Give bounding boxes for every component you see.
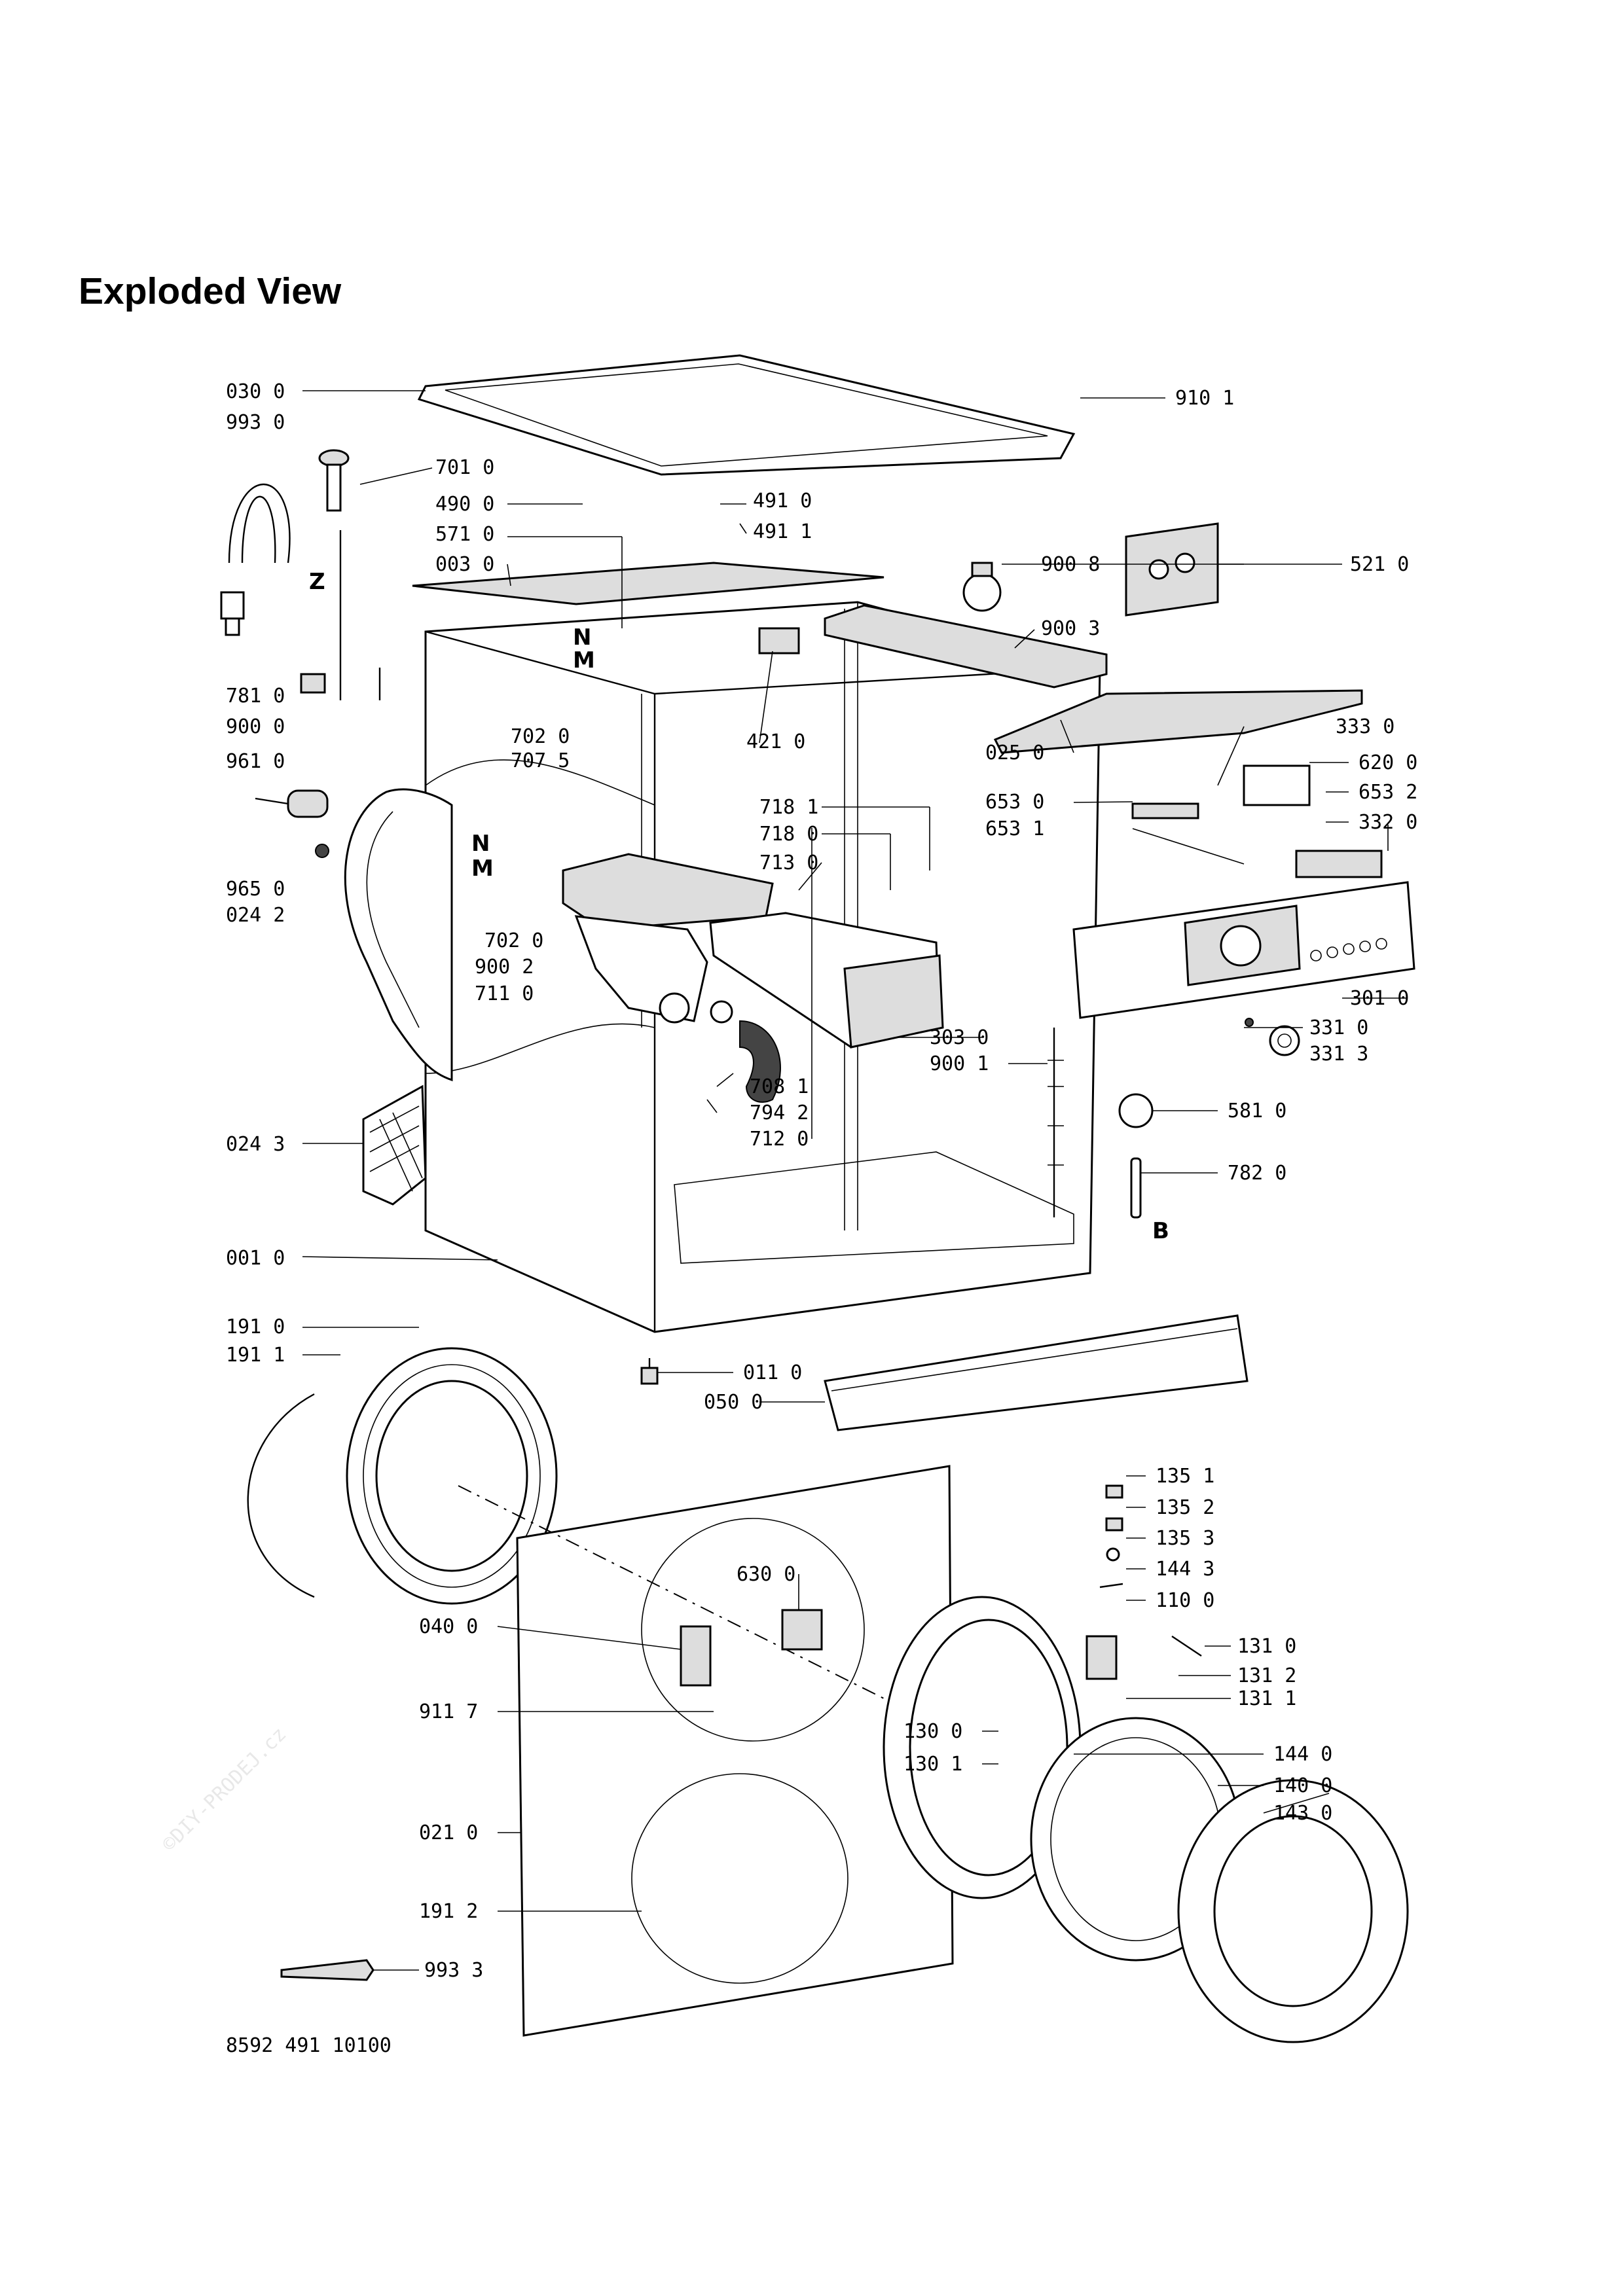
part-label: 707 5 (511, 749, 570, 772)
part-label: 961 0 (226, 750, 285, 773)
part-label: 303 0 (930, 1026, 989, 1049)
marker-label: N (471, 831, 490, 857)
part-label: 135 2 (1156, 1496, 1214, 1519)
part-label: 131 1 (1237, 1687, 1296, 1710)
part-label: 491 0 (753, 490, 812, 512)
letter-markers: Z N M N M B (309, 569, 1169, 1244)
part-label: 965 0 (226, 878, 285, 901)
part-label: 030 0 (226, 380, 285, 403)
part-label: 910 1 (1175, 387, 1234, 410)
part-label: 571 0 (435, 523, 494, 546)
part-label: 794 2 (750, 1102, 809, 1124)
watermark: ©DIY-PRODEJ.cz (158, 1723, 291, 1856)
part-label: 712 0 (750, 1128, 809, 1151)
part-label: 911 7 (419, 1700, 478, 1723)
part-label: 131 2 (1237, 1664, 1296, 1687)
part-label: 050 0 (704, 1391, 763, 1414)
part-label: 130 0 (903, 1720, 962, 1743)
part-label: 040 0 (419, 1615, 478, 1638)
leader-lines (302, 390, 1408, 1971)
part-label: 021 0 (419, 1821, 478, 1844)
part-label: 024 2 (226, 904, 285, 927)
part-label: 900 1 (930, 1052, 989, 1075)
part-label: 421 0 (746, 730, 805, 753)
part-label: 333 0 (1336, 715, 1395, 738)
part-label: 581 0 (1228, 1100, 1286, 1122)
part-label: 702 0 (511, 725, 570, 748)
part-label: 781 0 (226, 685, 285, 708)
part-label: 003 0 (435, 553, 494, 576)
part-label: 025 0 (985, 742, 1044, 764)
part-label: 140 0 (1273, 1774, 1332, 1797)
part-label: 332 0 (1359, 811, 1417, 834)
footer-code: 8592 491 10100 (226, 2034, 392, 2057)
part-label: 144 3 (1156, 1558, 1214, 1581)
part-label: 130 1 (903, 1753, 962, 1776)
part-label: 900 0 (226, 715, 285, 738)
part-label: 900 8 (1041, 553, 1100, 576)
part-label: 900 3 (1041, 617, 1100, 640)
part-label: 143 0 (1273, 1802, 1332, 1825)
part-label: 001 0 (226, 1247, 285, 1270)
part-label: 011 0 (743, 1361, 802, 1384)
part-label: 718 1 (759, 796, 818, 819)
part-label: 993 0 (226, 411, 285, 434)
part-label: 135 1 (1156, 1465, 1214, 1488)
marker-label: M (573, 647, 595, 673)
part-label: 702 0 (484, 929, 543, 952)
page-title: Exploded View (79, 270, 342, 312)
part-label: 331 3 (1309, 1043, 1368, 1066)
part-label: 490 0 (435, 493, 494, 516)
part-label: 110 0 (1156, 1589, 1214, 1612)
part-label: 135 3 (1156, 1527, 1214, 1550)
part-label: 620 0 (1359, 751, 1417, 774)
drawings (220, 354, 1415, 2043)
marker-label: Z (309, 569, 325, 595)
part-label: 144 0 (1273, 1743, 1332, 1766)
part-label: 900 2 (475, 956, 534, 978)
part-label: 491 1 (753, 520, 812, 543)
part-label: 301 0 (1350, 987, 1409, 1010)
part-label: 782 0 (1228, 1162, 1286, 1185)
part-label: 713 0 (759, 852, 818, 874)
part-label: 191 1 (226, 1344, 285, 1367)
part-label: 191 2 (419, 1900, 478, 1923)
part-label: 993 3 (424, 1959, 483, 1982)
part-label: 708 1 (750, 1075, 809, 1098)
part-label: 630 0 (737, 1563, 795, 1586)
part-label: 331 0 (1309, 1016, 1368, 1039)
marker-label: N (573, 624, 591, 651)
part-labels: 030 0 993 0 701 0 490 0 571 0 003 0 781 … (226, 380, 1417, 1982)
part-label: 521 0 (1350, 553, 1409, 576)
part-label: 718 0 (759, 823, 818, 846)
marker-label: M (471, 855, 494, 882)
marker-label: B (1152, 1218, 1169, 1244)
part-label: 711 0 (475, 982, 534, 1005)
part-label: 191 0 (226, 1316, 285, 1338)
part-label: 653 2 (1359, 781, 1417, 804)
part-label: 131 0 (1237, 1635, 1296, 1658)
part-label: 653 0 (985, 791, 1044, 814)
part-label: 701 0 (435, 456, 494, 479)
part-label: 024 3 (226, 1133, 285, 1156)
part-label: 653 1 (985, 817, 1044, 840)
